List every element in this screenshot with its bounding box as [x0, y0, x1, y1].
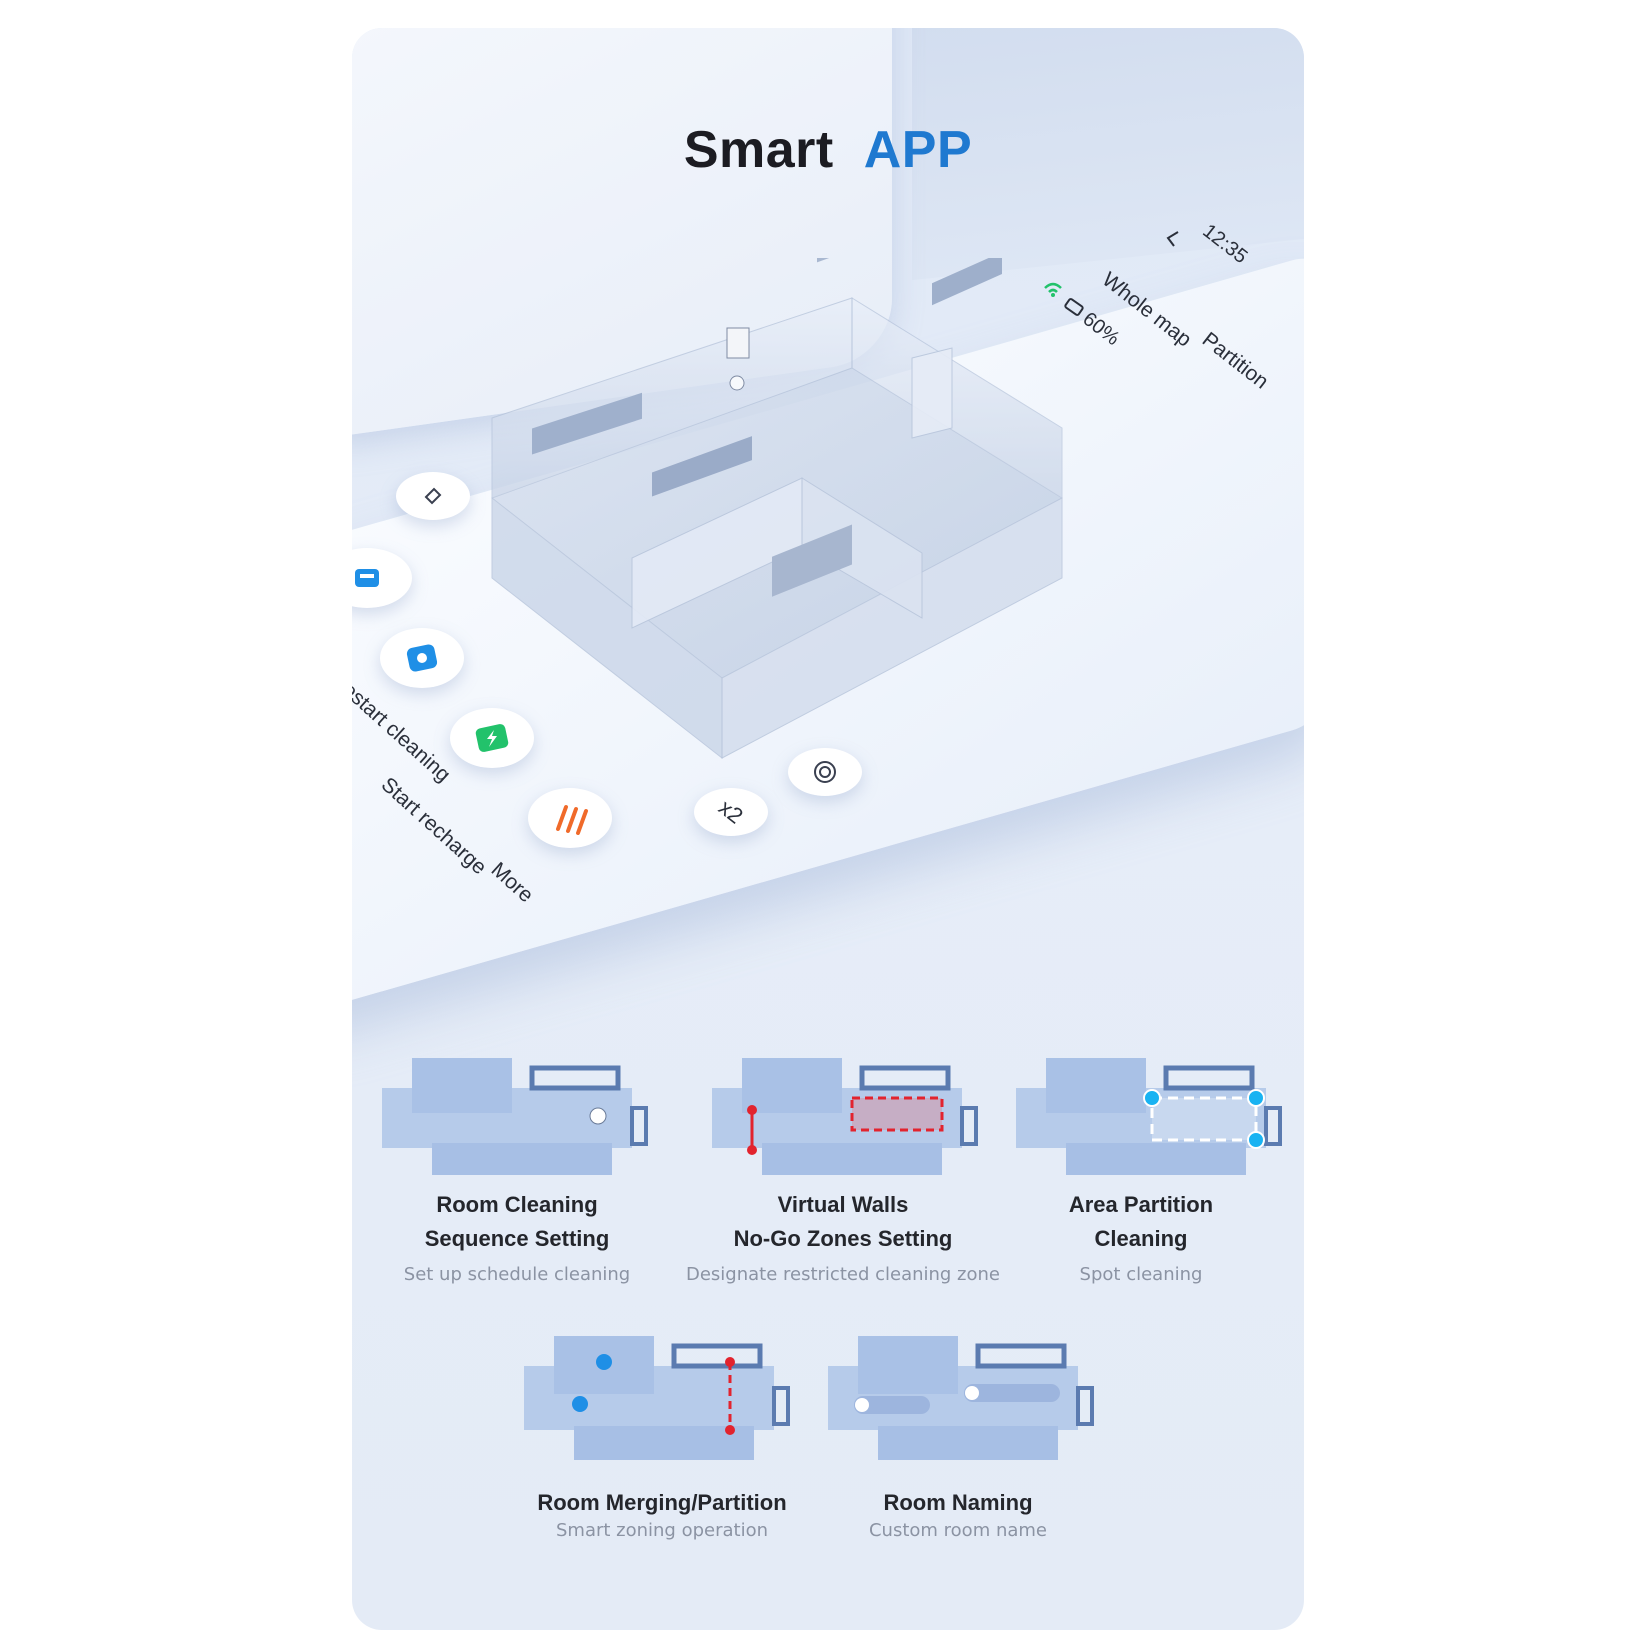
more-icon	[556, 805, 588, 835]
feature-title-line2: Sequence Setting	[424, 1226, 610, 1251]
title-word-app: APP	[863, 121, 973, 179]
mop-button[interactable]	[380, 628, 464, 688]
feature-title-line1: Area Partition	[1068, 1192, 1214, 1217]
plan-area-partition	[1016, 1058, 1282, 1175]
feature-subtitle: Set up schedule cleaning	[403, 1264, 631, 1285]
target-button[interactable]	[788, 748, 862, 796]
back-icon[interactable]	[1162, 228, 1184, 250]
feature-room-naming: Room Naming Custom room name	[808, 1486, 1108, 1541]
restart-icon	[355, 569, 379, 587]
feature-title-line1: Virtual Walls	[777, 1192, 909, 1217]
feature-subtitle: Spot cleaning	[1079, 1264, 1203, 1285]
feature-room-merging: Room Merging/Partition Smart zoning oper…	[492, 1486, 832, 1541]
feature-subtitle: Designate restricted cleaning zone	[685, 1264, 1001, 1285]
rotate-icon	[424, 487, 442, 505]
speed-button[interactable]: x2	[694, 788, 768, 836]
more-button[interactable]	[528, 788, 612, 848]
feature-title-line1: Room Cleaning	[436, 1192, 598, 1217]
rotate-map-button[interactable]	[396, 472, 470, 520]
target-icon	[814, 761, 836, 783]
plan-room-merging	[524, 1336, 790, 1460]
status-time: 12:35	[1198, 220, 1252, 269]
feature-subtitle: Custom room name	[868, 1520, 1047, 1541]
phone-mockup: 12:35 Whole map Partition 60%	[352, 198, 1304, 1018]
page-title: Smart APP	[352, 120, 1304, 180]
feature-room-sequence: Room Cleaning Sequence Setting Set up sc…	[352, 1188, 682, 1285]
charge-icon	[475, 724, 509, 752]
feature-title-line1: Room Naming	[883, 1490, 1033, 1515]
feature-area-partition: Area Partition Cleaning Spot cleaning	[996, 1188, 1286, 1285]
wifi-icon	[1044, 282, 1062, 297]
mop-icon	[406, 644, 438, 672]
house-3d-map	[491, 258, 1063, 760]
plan-room-sequence	[382, 1058, 648, 1175]
feature-title-line2: No-Go Zones Setting	[733, 1226, 953, 1251]
feature-title-line2: Cleaning	[1094, 1226, 1188, 1251]
promo-card: Smart APP 12:35 Whole map Partition 60%	[352, 28, 1304, 1630]
plan-virtual-walls	[712, 1058, 978, 1175]
speed-label: x2	[714, 794, 749, 829]
feature-title-line1: Room Merging/Partition	[537, 1490, 787, 1515]
feature-virtual-walls: Virtual Walls No-Go Zones Setting Design…	[678, 1188, 1008, 1285]
feature-subtitle: Smart zoning operation	[555, 1520, 769, 1541]
title-word-smart: Smart	[683, 121, 834, 179]
plan-room-naming	[828, 1336, 1094, 1460]
start-recharge-button[interactable]	[450, 708, 534, 768]
battery-icon	[1064, 298, 1084, 316]
